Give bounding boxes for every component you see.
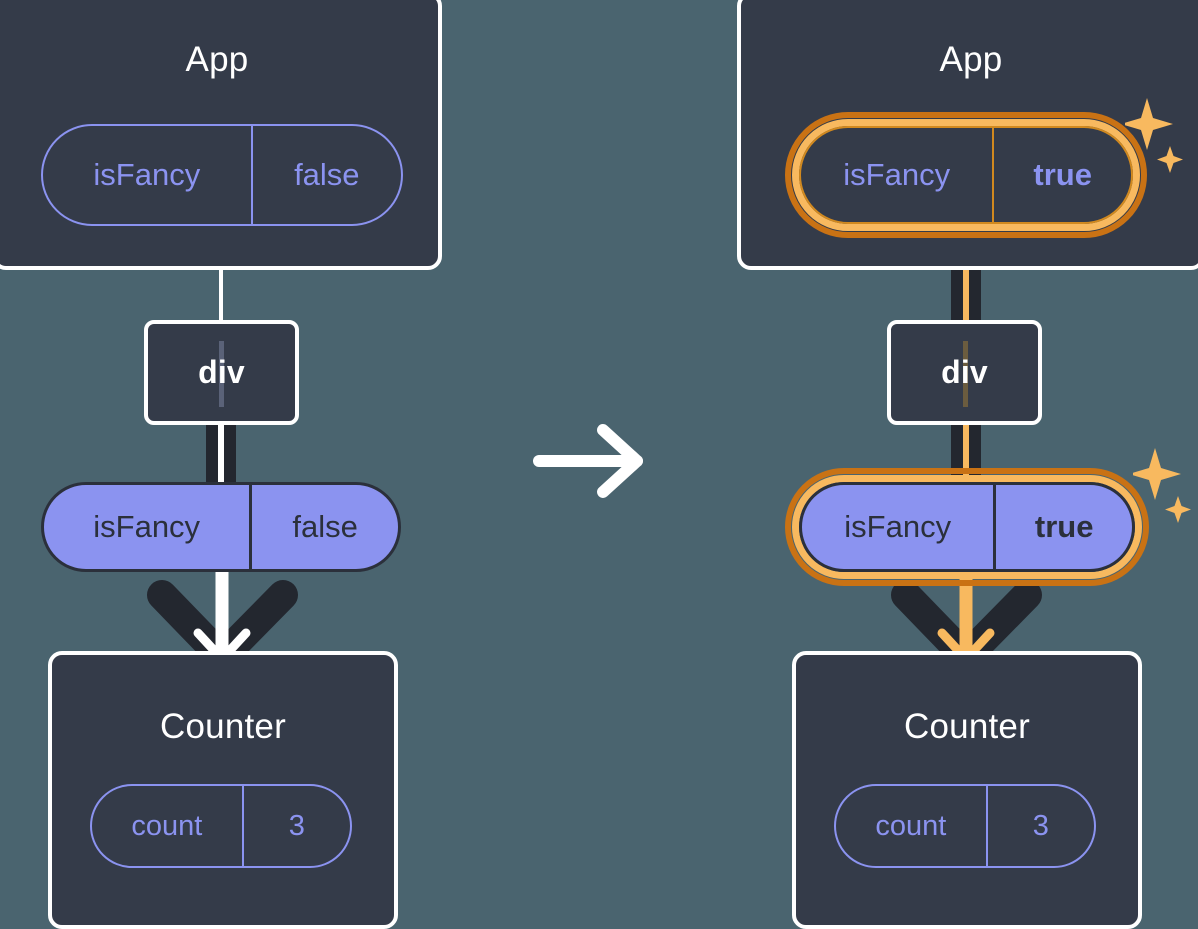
counter-state-pill-key: count (131, 809, 203, 842)
app-state-pill: isFancy true (799, 126, 1133, 224)
app-box-title: App (185, 40, 249, 79)
counter-box-title: Counter (160, 707, 286, 746)
connector-div-to-prop (206, 423, 236, 489)
prop-pill: isFancy true (799, 482, 1135, 572)
app-state-pill: isFancy false (41, 124, 403, 226)
counter-state-pill-value: 3 (985, 786, 1094, 866)
prop-pill-key: isFancy (844, 509, 952, 544)
app-state-pill-key: isFancy (843, 157, 951, 192)
connector-app-to-div (219, 262, 223, 322)
prop-pill-value: true (993, 485, 1132, 569)
counter-state-pill-value: 3 (241, 786, 350, 866)
prop-pill: isFancy false (41, 482, 401, 572)
connector-core (218, 423, 224, 489)
connector-core (963, 215, 969, 325)
panel-after: App isFancy true div isFancy true (599, 0, 1198, 929)
app-state-pill-value: true (992, 128, 1131, 222)
div-box-label: div (941, 354, 988, 390)
app-state-pill-highlight (785, 112, 1147, 238)
panel-before: App isFancy false div isFancy false (0, 0, 599, 929)
counter-state-pill: count 3 (834, 784, 1096, 868)
prop-pill-value: false (249, 485, 398, 569)
app-state-pill-value: false (250, 126, 401, 224)
sparkles-icon (1133, 446, 1193, 536)
div-box-passthrough-line (963, 341, 968, 407)
div-box-label: div (198, 354, 245, 390)
app-box-title: App (939, 40, 1003, 79)
counter-state-pill-key: count (875, 809, 947, 842)
prop-pill-highlight (785, 468, 1149, 586)
div-box-passthrough-line (219, 341, 224, 407)
app-state-pill-key: isFancy (93, 157, 201, 192)
prop-pill-key: isFancy (93, 509, 201, 544)
arrow-right-icon (533, 424, 648, 498)
sparkles-icon (1125, 96, 1185, 186)
connector-core (963, 423, 969, 489)
counter-state-pill: count 3 (90, 784, 352, 868)
counter-box-title: Counter (904, 707, 1030, 746)
